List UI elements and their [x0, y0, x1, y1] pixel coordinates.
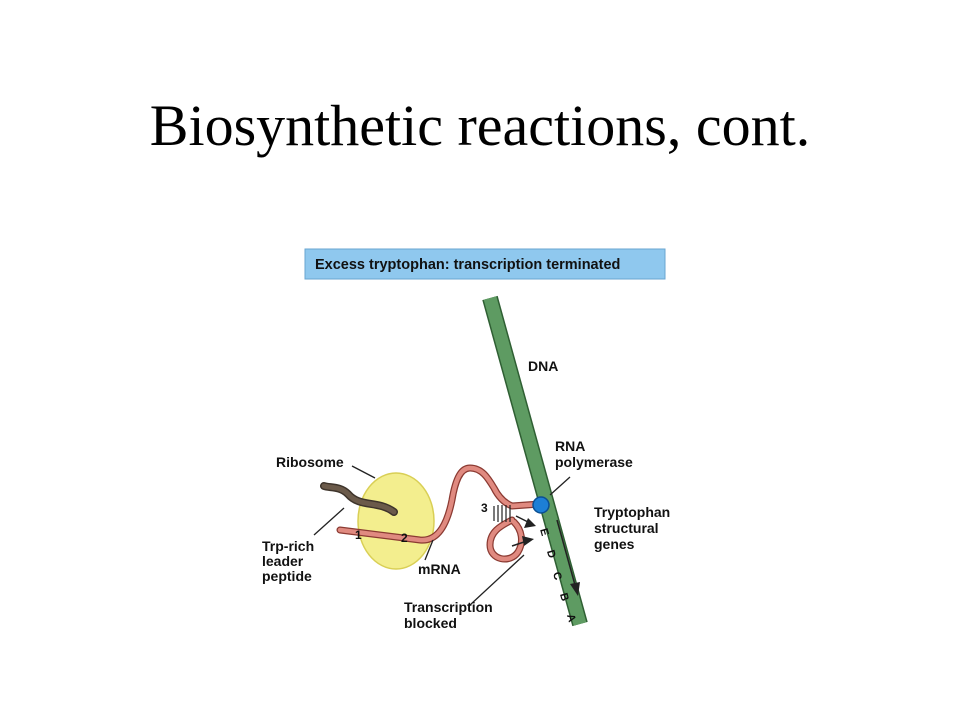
trp-genes-label-line3: genes — [594, 536, 635, 552]
trp-genes-label-line1: Tryptophan — [594, 504, 670, 520]
gene-label-a: A — [564, 613, 578, 624]
trp-genes-label-line2: structural — [594, 520, 659, 536]
region-number-1: 1 — [355, 528, 362, 542]
dna-label: DNA — [528, 358, 558, 374]
gene-label-e: E — [537, 527, 551, 537]
slide-title: Biosynthetic reactions, cont. — [149, 93, 811, 158]
trp-leader-label-line3: peptide — [262, 568, 312, 584]
blocked-label-line2: blocked — [404, 615, 457, 631]
blocking-arrows — [511, 515, 536, 547]
gene-label-b: B — [557, 592, 571, 603]
blocked-label-line1: Transcription — [404, 599, 493, 615]
gene-label-d: D — [544, 549, 558, 560]
terminator-stem-pairs — [493, 505, 511, 522]
diagram-banner: Excess tryptophan: transcription termina… — [304, 248, 666, 280]
trp-leader-label-line1: Trp-rich — [262, 538, 314, 554]
banner-box — [304, 248, 666, 280]
rna-polymerase — [532, 496, 550, 514]
transcription-direction-arrow — [556, 519, 580, 596]
trp-leader-label-line2: leader — [262, 553, 304, 569]
ribosome — [357, 472, 435, 570]
dna-strand — [482, 295, 588, 627]
region-number-3: 3 — [481, 501, 488, 515]
label-pointers — [313, 465, 571, 606]
ribosome-label: Ribosome — [276, 454, 344, 470]
rna-polymerase-label-line1: RNA — [555, 438, 585, 454]
banner-text: Excess tryptophan: transcription termina… — [315, 257, 620, 273]
region-number-2: 2 — [401, 531, 408, 545]
mrna-label: mRNA — [418, 561, 461, 577]
gene-label-c: C — [550, 571, 564, 582]
rna-polymerase-label-line2: polymerase — [555, 454, 633, 470]
